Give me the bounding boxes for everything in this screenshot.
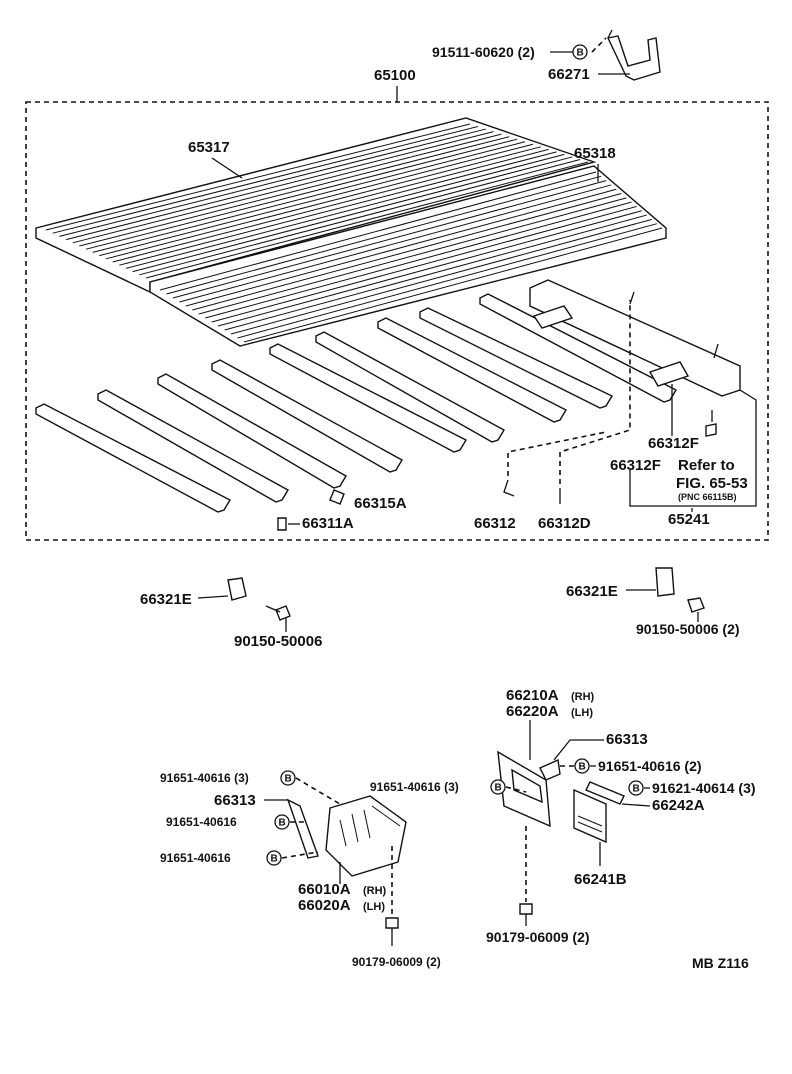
clip-66311a	[277, 517, 287, 531]
svg-text:B: B	[577, 48, 584, 59]
svg-text:B: B	[579, 762, 586, 773]
sill-member	[269, 343, 467, 453]
bolt-badge-r3-icon: B	[628, 780, 644, 796]
label-bolt-l2: 91651-40616	[166, 815, 237, 829]
label-rh: (RH)	[571, 691, 595, 703]
label-cross-sill: 65241	[668, 511, 710, 528]
label-floor-lh: 65317	[188, 139, 230, 156]
label-bolt-l3: 91651-40616	[160, 851, 231, 865]
nut-left-icon	[385, 917, 399, 929]
sill-member	[377, 317, 567, 423]
svg-text:B: B	[633, 784, 640, 795]
stopper-right	[655, 567, 705, 613]
sill-member	[35, 403, 231, 513]
label-pad: 66241B	[574, 871, 627, 888]
label-bolt-right: 90150-50006 (2)	[636, 621, 740, 637]
plate-66313-left	[286, 798, 319, 859]
label-bolt-r3: 91621-40614 (3)	[652, 780, 756, 796]
label-hinge-rh: 66210A	[506, 687, 559, 704]
bolt-badge-r2-icon: B	[490, 779, 506, 795]
label-refer-line2: FIG. 65-53	[676, 475, 748, 492]
floor-panel-65317	[35, 117, 597, 294]
label-plate-right: 66313	[606, 731, 648, 748]
bracket-66271	[606, 29, 661, 81]
bolt-badge-l3-icon: B	[266, 850, 282, 866]
label-stop-left: 66321E	[140, 591, 192, 608]
label-rope-hook-f2: 66312F	[610, 457, 661, 474]
plate-66313-right	[539, 758, 561, 781]
sill-member	[211, 359, 403, 473]
sill-member	[479, 293, 677, 403]
svg-text:B: B	[495, 783, 502, 794]
label-sill-clip-a: 66315A	[354, 495, 407, 512]
label-rope-hook: 66312	[474, 515, 516, 532]
label-hinge-lh: 66220A	[506, 703, 559, 720]
bolt-badge-r1-icon: B	[574, 758, 590, 774]
cover-66010a	[325, 795, 407, 877]
label-lh: (LH)	[571, 707, 593, 719]
label-refer-pnc: (PNC 66115B)	[678, 492, 737, 502]
bolt-badge-l2-icon: B	[274, 814, 290, 830]
label-clip-pn: 91511-60620 (2)	[432, 44, 535, 60]
label-floor-rh: 65318	[574, 145, 616, 162]
shim-66242a	[585, 781, 625, 805]
sill-member	[157, 373, 347, 489]
sill-member	[97, 389, 289, 503]
label-stop-right: 66321E	[566, 583, 618, 600]
label-rope-hook-d: 66312D	[538, 515, 591, 532]
clip-badge-icon: B	[572, 44, 588, 60]
rope-hook-66312	[503, 479, 515, 497]
label-bracket: 66271	[548, 66, 590, 83]
svg-text:B: B	[271, 854, 278, 865]
assembly-boundary	[25, 101, 769, 541]
label-cover-rh: 66010A	[298, 881, 351, 898]
label-bolt-r2: 91651-40616 (3)	[370, 780, 459, 794]
bolt-badge-l1-icon: B	[280, 770, 296, 786]
pad-66241b	[573, 788, 607, 844]
clip-66315a	[329, 489, 345, 505]
label-bolt-l1: 91651-40616 (3)	[160, 771, 249, 785]
label-sill-clip: 66311A	[302, 515, 354, 532]
sill-member	[315, 331, 505, 443]
label-rope-hook-f1: 66312F	[648, 435, 699, 452]
hinge-66210a	[497, 750, 551, 828]
label-bed-assy: 65100	[374, 67, 416, 84]
label-bolt-left: 90150-50006	[234, 633, 322, 650]
label-nut-left: 90179-06009 (2)	[352, 955, 441, 969]
label-lh2: (LH)	[363, 901, 385, 913]
svg-text:B: B	[279, 818, 286, 829]
label-code: MB Z116	[692, 955, 749, 971]
label-refer-line1: Refer to	[678, 457, 735, 474]
nut-right-icon	[519, 903, 533, 915]
label-rh2: (RH)	[363, 885, 387, 897]
label-bolt-r1: 91651-40616 (2)	[598, 758, 702, 774]
label-plate-left: 66313	[214, 792, 256, 809]
sill-member	[419, 307, 613, 409]
floor-panel-65318	[149, 165, 667, 347]
stopper-left	[227, 577, 291, 621]
label-nut-right: 90179-06009 (2)	[486, 929, 590, 945]
label-shim: 66242A	[652, 797, 705, 814]
svg-text:B: B	[285, 774, 292, 785]
sill-members	[35, 293, 677, 513]
label-cover-lh: 66020A	[298, 897, 351, 914]
